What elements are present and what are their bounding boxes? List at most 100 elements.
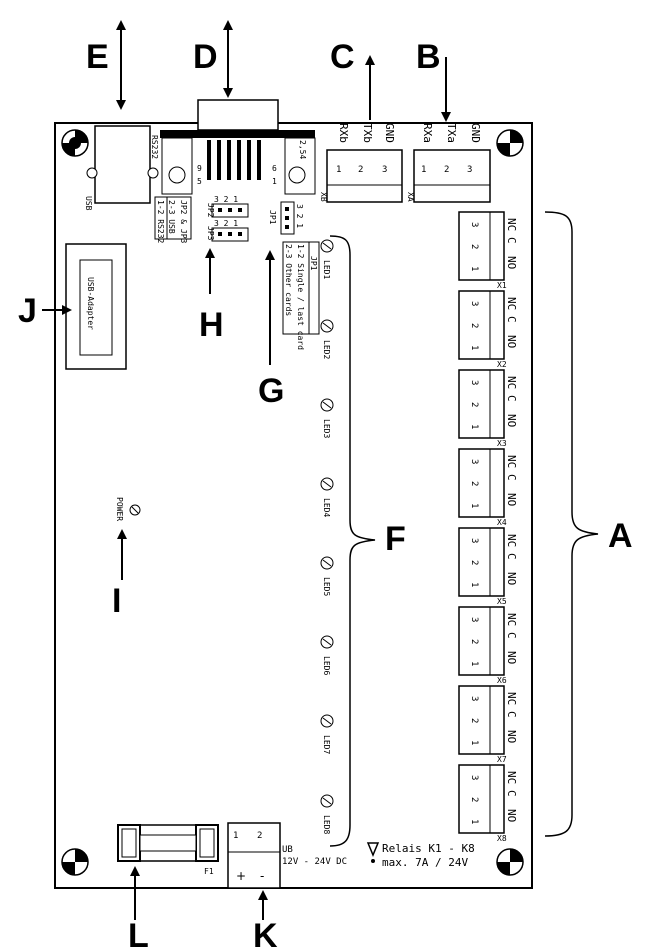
fuse: F1: [117, 824, 219, 876]
callout-i: I: [112, 582, 121, 620]
power-led: POWER: [115, 497, 141, 521]
relay-pin: 1: [469, 740, 479, 745]
usb-connector: USB RS232: [84, 125, 159, 211]
relay-terminal-body: [458, 211, 505, 281]
relay-name: X5: [497, 597, 507, 606]
relay-contact-label: NO: [505, 256, 518, 269]
relay-terminal-body: [458, 764, 505, 834]
relay-contact-label: NC: [505, 218, 518, 231]
relay-pin: 1: [469, 424, 479, 429]
power-pin-2: 2: [257, 831, 262, 841]
relay-contact-label: C: [505, 474, 518, 481]
led3-label: LED3: [322, 419, 331, 438]
xb-label-2: GND: [383, 123, 396, 143]
relay-contact-label: C: [505, 395, 518, 402]
callout-l: L: [128, 917, 149, 952]
power-pin-1: 1: [233, 831, 238, 841]
callout-h: H: [199, 306, 224, 344]
relay-pin: 3: [469, 538, 479, 543]
relay-pin: 3: [469, 617, 479, 622]
jp2-header: 3 2 1: [211, 195, 249, 218]
led-column: LED1 LED2 LED3 LED4 LED5 LED6 LED7 LED8: [320, 239, 334, 834]
relay-contact-label: C: [505, 237, 518, 244]
plus-label: +: [236, 869, 246, 883]
led1-label: LED1: [322, 260, 331, 279]
sub-d-connector: 9 5 6 1 2,54: [160, 99, 316, 195]
relay-contact-label: C: [505, 553, 518, 560]
jp3-pins: 3 2 1: [214, 219, 238, 228]
relay-note-line2: max. 7A / 24V: [382, 856, 468, 869]
xb-pin-1: 1: [336, 165, 341, 175]
jp1-table-row-0: 1-2 Single / last card: [296, 244, 305, 350]
relay-name: X4: [497, 518, 507, 527]
led4-label: LED4: [322, 498, 331, 517]
led-icon: [320, 239, 334, 253]
xb-pin-3: 3: [382, 165, 387, 175]
relay-note-line1: Relais K1 - K8: [382, 842, 475, 855]
relay-contact-label: NC: [505, 534, 518, 547]
relay-pin: 1: [469, 661, 479, 666]
usb-adapter: USB-Adapter: [65, 243, 127, 370]
jp1-table-row-1: 2-3 Other cards: [284, 244, 293, 316]
xa-label-0: RXa: [421, 123, 434, 143]
relay-contact-label: C: [505, 711, 518, 718]
callout-a: A: [608, 517, 633, 555]
relay-contact-label: NC: [505, 613, 518, 626]
relay-contact-label: NC: [505, 297, 518, 310]
subd-pin-5: 5: [197, 177, 202, 186]
callout-f: F: [385, 520, 406, 558]
relay-name: X3: [497, 439, 507, 448]
mounting-hole-icon: [61, 848, 89, 876]
callout-b: B: [416, 38, 441, 76]
jp2-name: JP2: [206, 203, 215, 218]
relay-contact-label: NO: [505, 651, 518, 664]
relay-pin: 1: [469, 266, 479, 271]
xa-pin-3: 3: [467, 165, 472, 175]
jp3-header: 3 2 1: [211, 219, 249, 242]
relay-note: Relais K1 - K8 max. 7A / 24V: [366, 842, 475, 869]
usb-label: USB: [84, 196, 93, 211]
relay-contact-label: NO: [505, 809, 518, 822]
led6-label: LED6: [322, 656, 331, 675]
relay-terminal-body: [458, 606, 505, 676]
relay-pin: 2: [469, 244, 479, 249]
relay-pin: 1: [469, 345, 479, 350]
callout-k: K: [253, 917, 278, 952]
jp1-pins: 3 2 1: [295, 204, 304, 228]
relay-terminal-body: [458, 685, 505, 755]
led-icon: [320, 635, 334, 649]
jp1-name: JP1: [268, 210, 277, 225]
ub-label: UB: [282, 845, 293, 855]
relay-contact-label: NC: [505, 376, 518, 389]
callout-d: D: [193, 38, 218, 76]
relay-contact-label: NO: [505, 414, 518, 427]
xa-label-2: GND: [469, 123, 482, 143]
xa-pin-1: 1: [421, 165, 426, 175]
mounting-hole-icon: [496, 129, 524, 157]
relay-contact-label: NC: [505, 455, 518, 468]
brace-a: [544, 211, 599, 837]
relay-pin: 3: [469, 775, 479, 780]
relay-pin: 2: [469, 481, 479, 486]
relay-contact-label: C: [505, 790, 518, 797]
relay-contact-label: NO: [505, 572, 518, 585]
minus-label: -: [260, 869, 264, 883]
subd-pin-6: 6: [272, 164, 277, 173]
relay-contact-label: C: [505, 632, 518, 639]
relay-pin: 2: [469, 560, 479, 565]
jp2-pins: 3 2 1: [214, 195, 238, 204]
jp23-row-1: 1-2 RS232: [156, 200, 165, 244]
relay-name: X7: [497, 755, 507, 764]
xb-name: XB: [319, 192, 328, 202]
relay-contact-label: NO: [505, 493, 518, 506]
relay-contact-label: NO: [505, 730, 518, 743]
jp1-table-title: JP1: [309, 256, 318, 271]
relay-pin: 3: [469, 459, 479, 464]
led8-label: LED8: [322, 815, 331, 834]
led-icon: [320, 556, 334, 570]
